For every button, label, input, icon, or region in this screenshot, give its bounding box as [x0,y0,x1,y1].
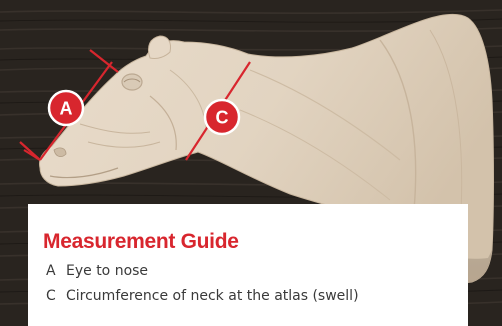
guide-item-text: Eye to nose [66,263,148,279]
guide-item-a: AEye to nose [46,263,148,280]
guide-title: Measurement Guide [43,230,239,254]
marker-letter-c: C [216,108,229,128]
marker-badge-a: A [49,91,83,125]
marker-letter-a: A [60,99,73,119]
guide-item-letter: A [46,263,66,280]
guide-item-text: Circumference of neck at the atlas (swel… [66,288,359,304]
guide-item-letter: C [46,288,66,305]
marker-badge-c: C [205,100,239,134]
guide-item-c: CCircumference of neck at the atlas (swe… [46,288,359,305]
